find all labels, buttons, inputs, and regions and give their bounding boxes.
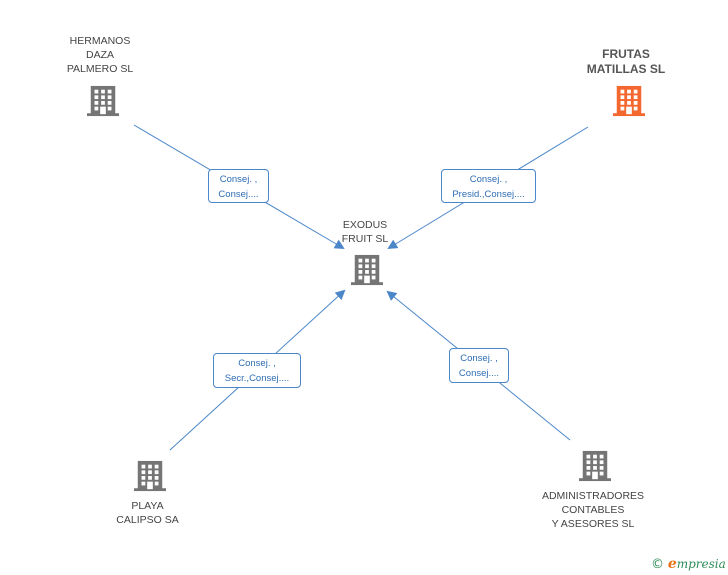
building-icon[interactable] xyxy=(613,85,645,117)
building-icon[interactable] xyxy=(87,85,119,117)
node-label-administradores[interactable]: ADMINISTRADORES CONTABLES Y ASESORES SL xyxy=(541,490,645,530)
edge-label-hermanos[interactable]: Consej. , Consej.... xyxy=(208,169,269,203)
node-label-exodus[interactable]: EXODUS FRUIT SL xyxy=(341,219,389,245)
brand-logo-e: e xyxy=(667,556,677,572)
brand-logo-text: mpresia xyxy=(676,557,726,571)
building-icon[interactable] xyxy=(579,450,611,482)
edge-label-playa[interactable]: Consej. , Secr.,Consej.... xyxy=(213,353,301,388)
edge-label-administradores[interactable]: Consej. , Consej.... xyxy=(449,348,509,383)
empresia-watermark: © empresia xyxy=(651,556,726,572)
building-icon[interactable] xyxy=(134,460,166,492)
node-label-playa[interactable]: PLAYA CALIPSO SA xyxy=(116,500,179,526)
node-label-frutas[interactable]: FRUTAS MATILLAS SL xyxy=(586,47,666,76)
edge-label-frutas[interactable]: Consej. , Presid.,Consej.... xyxy=(441,169,536,203)
node-label-hermanos[interactable]: HERMANOS DAZA PALMERO SL xyxy=(66,35,134,75)
building-icon[interactable] xyxy=(351,254,383,286)
copyright-symbol: © xyxy=(651,557,664,572)
